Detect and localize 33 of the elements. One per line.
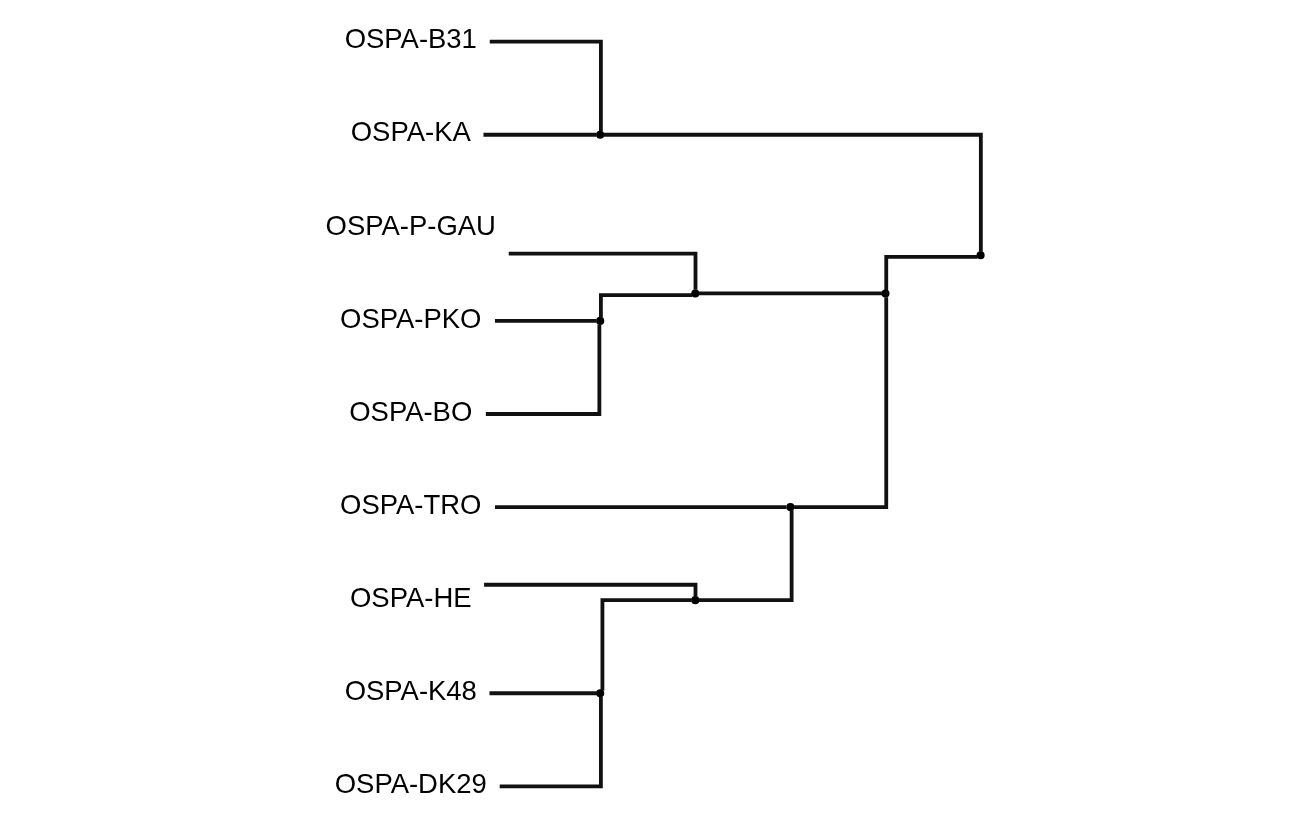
node-text: OSPA-P-GAU <box>325 209 496 241</box>
node-text: OSPA-TRO <box>339 488 481 520</box>
node-point <box>595 130 604 139</box>
node-text: OSPA-KA <box>350 116 471 148</box>
node-text: OSPA-BO <box>348 395 472 427</box>
node-point <box>880 289 890 298</box>
connector <box>483 582 697 597</box>
node-point <box>785 503 794 512</box>
node-text: OSPA-K48 <box>344 674 477 706</box>
node-text: OSPA-HE <box>349 581 472 613</box>
node-point <box>595 316 604 325</box>
node-point <box>976 251 985 260</box>
node-point <box>690 289 699 298</box>
connector <box>482 132 597 137</box>
node-point <box>595 689 604 698</box>
connector <box>883 255 977 291</box>
connector <box>499 696 603 789</box>
connector <box>489 39 603 132</box>
node-text: OSPA-PKO <box>339 302 481 334</box>
connector <box>793 297 888 509</box>
node-text: OSPA-DK29 <box>334 768 487 800</box>
connector <box>603 132 983 252</box>
connector <box>494 505 786 509</box>
connector <box>600 598 692 691</box>
connector <box>488 691 597 696</box>
node-point <box>690 596 699 605</box>
connector <box>508 251 697 290</box>
node-text: OSPA-B31 <box>344 23 477 55</box>
connector <box>598 293 692 318</box>
connector <box>485 324 601 416</box>
connector <box>698 510 794 603</box>
connector <box>698 291 882 296</box>
connector <box>494 319 596 323</box>
